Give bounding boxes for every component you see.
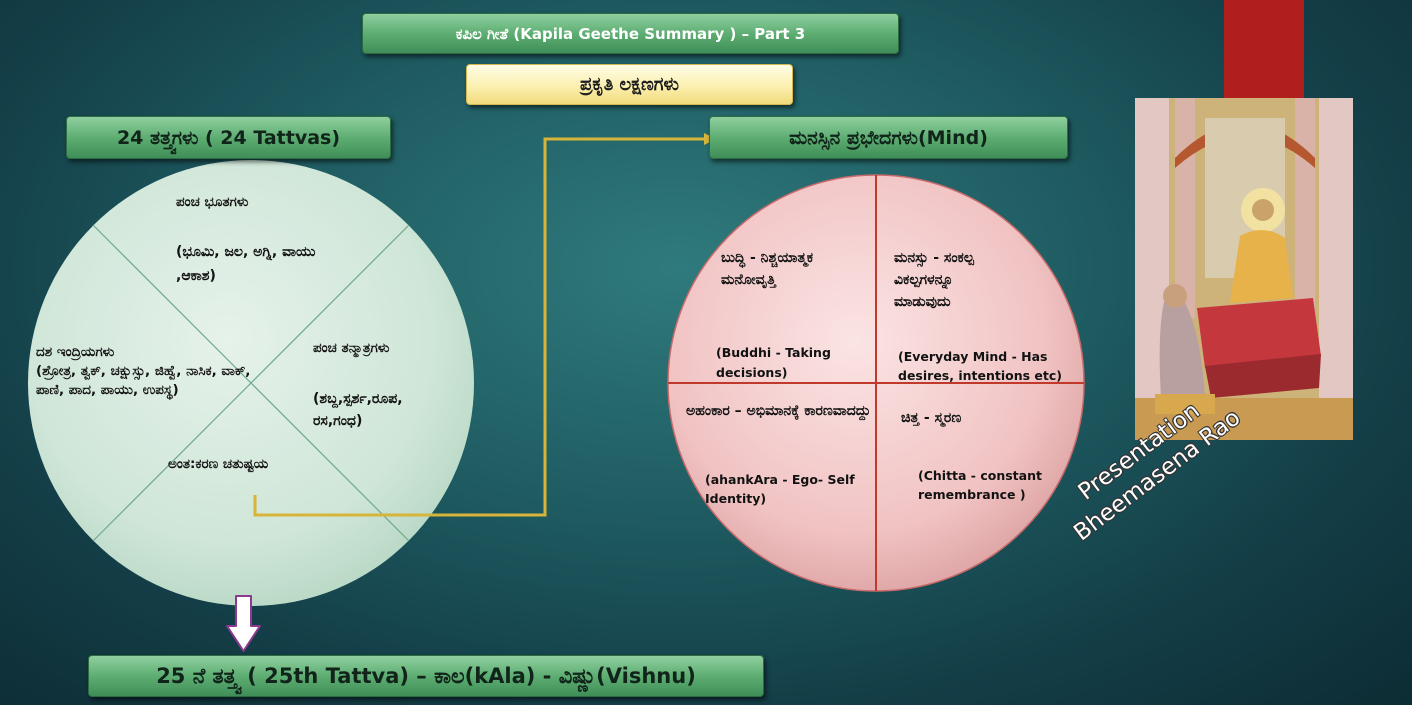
tattvas-heading: 24 ತತ್ತ್ವಗಳು ( 24 Tattvas)	[66, 116, 391, 159]
kapila-devahuti-painting	[1135, 98, 1353, 440]
buddhi-kannada: ಬುದ್ಧಿ - ನಿಶ್ಚಯಾತ್ಮಕ ಮನೋವೃತ್ತಿ	[721, 250, 814, 288]
tattvas-heading-text: 24 ತತ್ತ್ವಗಳು ( 24 Tattvas)	[116, 126, 341, 149]
mind-heading-text: ಮನಸ್ಸಿನ ಪ್ರಭೇದಗಳು(Mind)	[789, 126, 988, 149]
twenty-fifth-tattva-text: 25 ನೆ ತತ್ತ್ವ ( 25th Tattva) – ಕಾಲ(kAla) …	[156, 663, 696, 688]
chitta-english: (Chitta - constant remembrance )	[918, 468, 1042, 502]
title-banner: ಕಪಿಲ ಗೀತೆ (Kapila Geethe Summary ) – Par…	[362, 13, 899, 54]
pancha-bhoota-title: ಪಂಚ ಭೂತಗಳು	[176, 194, 249, 210]
tattva-divider-2	[92, 224, 410, 542]
pancha-tanmatra-items: (ಶಬ್ದ,ಸ್ಪರ್ಶ,ರೂಪ, ರಸ,ಗಂಧ)	[313, 391, 403, 429]
pancha-bhoota-items: (ಭೂಮಿ, ಜಲ, ಅಗ್ನಿ, ವಾಯು ,ಆಕಾಶ)	[176, 244, 316, 284]
down-arrow	[226, 595, 261, 652]
red-accent-bar	[1224, 0, 1304, 108]
manas-kannada: ಮನಸ್ಸು - ಸಂಕಲ್ಪ ವಿಕಲ್ಪಗಳನ್ನೂ ಮಾಡುವುದು	[894, 250, 974, 310]
manas-english: (Everyday Mind - Has desires, intentions…	[898, 349, 1062, 383]
ahankara-english: (ahankAra - Ego- Self Identity)	[705, 472, 855, 506]
dasha-indriya-items: (ಶ್ರೋತ್ರ, ತ್ವಕ್, ಚಕ್ಷುಸ್ಸು, ಜಿಹ್ವೆ, ನಾಸಿ…	[36, 363, 251, 398]
antahkarana-title: ಅಂತ:ಕರಣ ಚತುಷ್ಟಯ	[168, 456, 269, 472]
subtitle-text: ಪ್ರಕೃತಿ ಲಕ್ಷಣಗಳು	[580, 74, 679, 95]
pancha-tanmatra-title: ಪಂಚ ತನ್ಮಾತ್ರಗಳು	[313, 340, 390, 356]
dasha-indriya-title: ದಶ ಇಂದ್ರಿಯಗಳು	[36, 344, 115, 360]
connector-arrow	[253, 137, 705, 517]
mind-heading: ಮನಸ್ಸಿನ ಪ್ರಭೇದಗಳು(Mind)	[709, 116, 1068, 159]
title-text: ಕಪಿಲ ಗೀತೆ (Kapila Geethe Summary ) – Par…	[455, 24, 806, 43]
twenty-fifth-tattva-banner: 25 ನೆ ತತ್ತ್ವ ( 25th Tattva) – ಕಾಲ(kAla) …	[88, 655, 764, 697]
chitta-kannada: ಚಿತ್ತ - ಸ್ಮರಣ	[901, 410, 962, 426]
subtitle-banner: ಪ್ರಕೃತಿ ಲಕ್ಷಣಗಳು	[466, 64, 793, 105]
ahankara-kannada: ಅಹಂಕಾರ – ಅಭಿಮಾನಕ್ಕೆ ಕಾರಣವಾದದ್ದು	[686, 403, 871, 419]
buddhi-english: (Buddhi - Taking decisions)	[716, 345, 831, 380]
